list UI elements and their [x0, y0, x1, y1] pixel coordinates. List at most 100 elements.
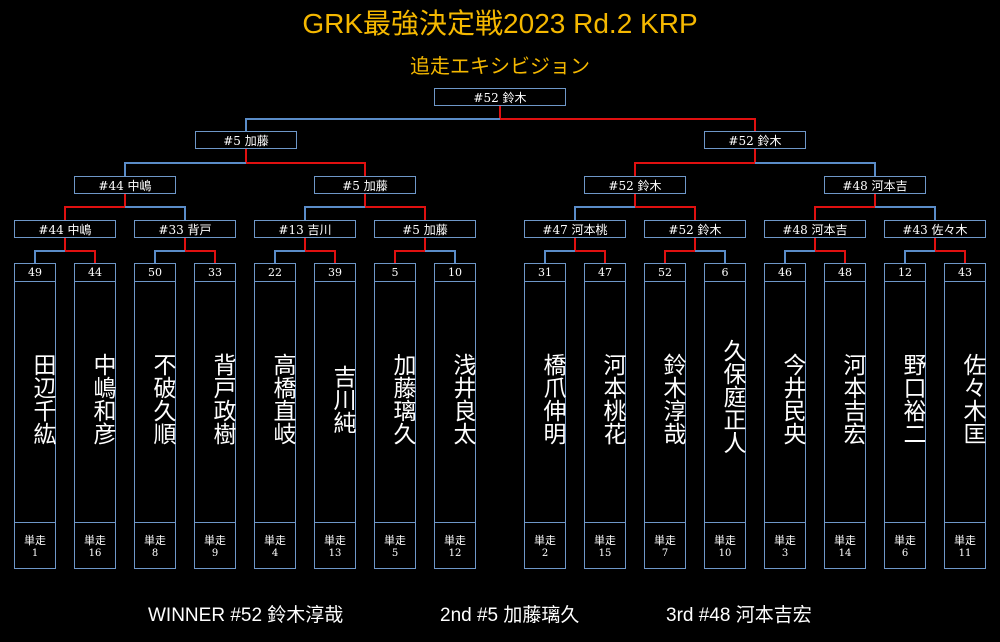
winner-line — [814, 206, 875, 220]
loser-line — [695, 250, 726, 263]
round1-box-1: #44 中嶋 — [14, 220, 116, 238]
page-title: GRK最強決定戦2023 Rd.2 KRP — [302, 8, 698, 39]
winner-line — [305, 250, 336, 263]
player-score: 10 — [435, 264, 475, 282]
winner-line — [664, 250, 695, 263]
winner-line — [64, 206, 125, 220]
player-name: 今井民央 — [779, 353, 805, 445]
loser-line — [124, 162, 246, 176]
round1-box-8: #43 佐々木 — [884, 220, 986, 238]
seed-number: 2 — [541, 548, 549, 559]
seed-number: 15 — [598, 548, 612, 559]
seed-number: 8 — [151, 548, 159, 559]
loser-line — [34, 250, 65, 263]
round1-box-2: #33 背戸 — [134, 220, 236, 238]
round1-box-4: #5 加藤 — [374, 220, 476, 238]
player-name: 河本吉宏 — [839, 353, 865, 445]
run-label: 単走 — [834, 534, 856, 547]
player-name: 中嶋和彦 — [89, 353, 115, 445]
semi-box-left: #5 加藤 — [195, 131, 297, 149]
seed-number: 11 — [958, 548, 972, 559]
round1-box-7: #48 河本吉 — [764, 220, 866, 238]
winner-line — [815, 250, 846, 263]
player-score: 33 — [195, 264, 235, 282]
loser-line — [125, 206, 186, 220]
seed-number: 4 — [271, 548, 279, 559]
player-name: 野口裕二 — [899, 353, 925, 445]
quarter-box-2: #5 加藤 — [314, 176, 416, 194]
run-label: 単走 — [24, 534, 46, 547]
player-name: 河本桃花 — [599, 353, 625, 445]
player-name: 高橋直岐 — [269, 353, 295, 445]
player-score: 52 — [645, 264, 685, 282]
winner-line — [365, 206, 426, 220]
run-label: 単走 — [324, 534, 346, 547]
player-name: 久保庭正人 — [719, 338, 745, 454]
run-label: 単走 — [84, 534, 106, 547]
player-score: 12 — [885, 264, 925, 282]
player-name: 田辺千紘 — [29, 353, 55, 445]
loser-line — [544, 250, 575, 263]
player-score: 50 — [135, 264, 175, 282]
winner-line — [635, 206, 696, 220]
winner-result: WINNER #52 鈴木淳哉 — [148, 605, 344, 626]
winner-line — [394, 250, 425, 263]
run-label: 単走 — [264, 534, 286, 547]
player-name: 佐々木匡 — [959, 353, 985, 445]
winner-line — [185, 250, 216, 263]
player-score: 43 — [945, 264, 985, 282]
loser-line — [274, 250, 305, 263]
player-name: 浅井良太 — [449, 353, 475, 445]
seed-number: 3 — [781, 548, 789, 559]
seed-number: 6 — [901, 548, 909, 559]
player-score: 39 — [315, 264, 355, 282]
player-score: 46 — [765, 264, 805, 282]
run-label: 単走 — [594, 534, 616, 547]
seed-number: 7 — [661, 548, 669, 559]
winner-line — [500, 118, 756, 131]
player-name: 吉川純 — [329, 364, 355, 434]
player-score: 31 — [525, 264, 565, 282]
run-label: 単走 — [204, 534, 226, 547]
player-name: 加藤璃久 — [389, 353, 415, 445]
round1-box-6: #52 鈴木 — [644, 220, 746, 238]
player-score: 48 — [825, 264, 865, 282]
seed-number: 9 — [211, 548, 219, 559]
loser-line — [574, 206, 635, 220]
run-label: 単走 — [444, 534, 466, 547]
loser-line — [904, 250, 935, 263]
seed-number: 14 — [838, 548, 852, 559]
seed-number: 5 — [391, 548, 399, 559]
seed-number: 10 — [718, 548, 732, 559]
seed-number: 16 — [88, 548, 102, 559]
winner-line — [575, 250, 606, 263]
page-subtitle: 追走エキシビジョン — [410, 54, 590, 78]
second-result: 2nd #5 加藤璃久 — [440, 605, 580, 626]
quarter-box-4: #48 河本吉 — [824, 176, 926, 194]
player-name: 橋爪伸明 — [539, 353, 565, 445]
quarter-box-3: #52 鈴木 — [584, 176, 686, 194]
